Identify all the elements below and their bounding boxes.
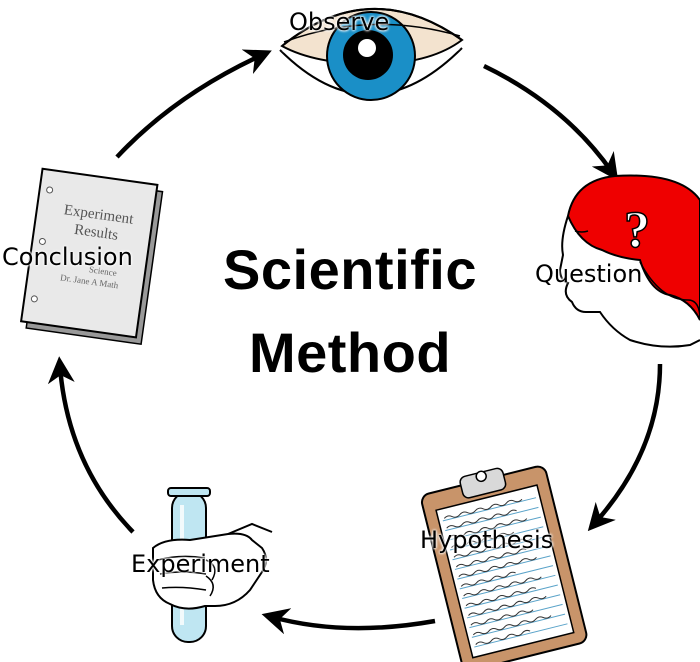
step-label-observe: Observe (289, 8, 390, 36)
step-label-conclusion: Conclusion (2, 243, 133, 271)
report-book-icon: Experiment Results Science Dr. Jane A Ma… (19, 167, 164, 346)
question-mark: ? (624, 202, 650, 259)
book-subject: Science (88, 264, 117, 278)
arrow-question-to-hypothesis (587, 363, 663, 532)
diagram-title-line-2: Method (248, 321, 452, 384)
step-label-experiment: Experiment (131, 550, 270, 578)
book-title-line-2: Results (73, 222, 119, 244)
test-tube-hand-icon (152, 487, 273, 643)
eye-icon (279, 7, 464, 101)
step-label-question: Question (535, 260, 643, 288)
head-question-icon: ? (558, 174, 700, 348)
step-label-hypothesis: Hypothesis (420, 526, 554, 554)
arrow-conclusion-to-observe (115, 49, 272, 159)
diagram-title-line-1: Scientific (223, 238, 477, 301)
arrow-hypothesis-to-experiment (261, 608, 436, 635)
arrow-observe-to-question (483, 63, 619, 181)
clipboard-icon (420, 465, 588, 662)
arrow-experiment-to-conclusion (47, 356, 135, 534)
